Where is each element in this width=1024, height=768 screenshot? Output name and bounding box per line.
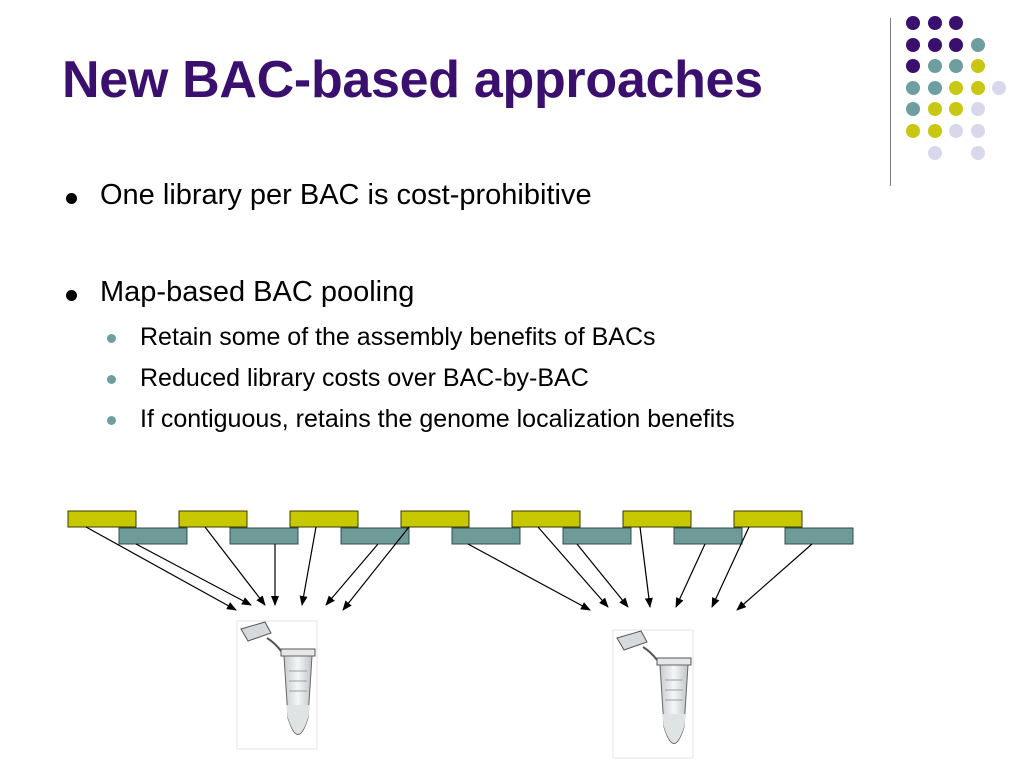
bac-clone-bottom <box>340 527 410 545</box>
decorative-dot <box>970 102 985 117</box>
sub-bullet-text: Reduced library costs over BAC-by-BAC <box>140 364 589 392</box>
decorative-dot <box>906 37 920 52</box>
tube-lid <box>616 630 648 651</box>
tube-lid <box>240 621 272 642</box>
decorative-dot <box>906 16 920 30</box>
bullet-text: One library per BAC is cost-prohibitive <box>100 179 592 211</box>
pool-arrow <box>736 543 813 611</box>
pool-arrow <box>537 526 609 608</box>
decorative-dot <box>949 16 964 30</box>
bac-clone-bottom <box>784 527 854 545</box>
pool-arrow <box>675 543 706 608</box>
sub-bullet-icon <box>107 375 116 384</box>
pool-arrow <box>299 526 317 606</box>
pool-arrow <box>135 543 252 606</box>
bullet-icon <box>66 290 77 301</box>
decorative-dot <box>949 80 964 95</box>
bac-clone-top <box>178 510 248 528</box>
pool-arrow <box>85 526 237 611</box>
tube-rim <box>656 657 692 666</box>
decorative-dot <box>949 124 964 138</box>
bullet-icon <box>66 193 77 204</box>
decorative-dot <box>970 124 985 138</box>
pool-arrow <box>711 526 750 608</box>
sub-bullet-text: If contiguous, retains the genome locali… <box>140 405 735 433</box>
pool-arrow <box>639 526 653 608</box>
decorative-dot <box>970 59 985 74</box>
bac-clone-bottom <box>673 527 743 545</box>
bac-clone-top <box>622 510 692 528</box>
bac-clone-bottom <box>229 527 299 545</box>
tube-rim <box>280 648 316 657</box>
bac-clone-top <box>400 510 470 528</box>
tube-liquid <box>286 705 310 734</box>
bac-clone-bottom <box>451 527 521 545</box>
bac-clone-top <box>289 510 359 528</box>
bac-clone-bottom <box>562 527 632 545</box>
sub-bullet-icon <box>107 334 116 343</box>
decorative-dot <box>927 145 942 160</box>
decorative-dot <box>970 145 985 160</box>
decorative-dot <box>927 37 942 52</box>
pool-arrow <box>576 543 629 608</box>
bac-clone-bottom <box>118 527 188 545</box>
decorative-dot <box>906 59 920 74</box>
tube-hinge <box>266 637 282 652</box>
decorative-dot <box>949 37 964 52</box>
decorative-dot <box>906 80 920 95</box>
decorative-dot <box>927 80 942 95</box>
sub-bullet-text: Retain some of the assembly benefits of … <box>140 323 656 351</box>
decorative-dot <box>949 59 964 74</box>
decorative-dot <box>970 37 985 52</box>
decorative-dot <box>906 124 920 138</box>
pool-arrow <box>325 543 379 606</box>
pool-arrow <box>342 526 410 611</box>
decorative-dot <box>927 16 942 30</box>
decorative-dot <box>992 80 1007 95</box>
bullet-text: Map-based BAC pooling <box>100 276 415 308</box>
decorative-dot <box>970 80 985 95</box>
decorative-dot <box>949 102 964 117</box>
decorative-dot <box>927 102 942 117</box>
tube-liquid <box>662 714 686 743</box>
bac-clone-top <box>511 510 581 528</box>
pool-arrow <box>204 526 266 606</box>
tube-hinge <box>642 646 658 661</box>
decorative-divider <box>890 18 891 186</box>
pool-arrow <box>467 543 591 611</box>
decorative-dot <box>927 59 942 74</box>
bac-clone-top <box>733 510 803 528</box>
decorative-dot <box>927 124 942 138</box>
bac-clone-top <box>67 510 137 528</box>
slide-title: New BAC-based approaches <box>62 51 763 109</box>
decorative-dot <box>906 102 920 117</box>
sub-bullet-icon <box>107 416 116 425</box>
